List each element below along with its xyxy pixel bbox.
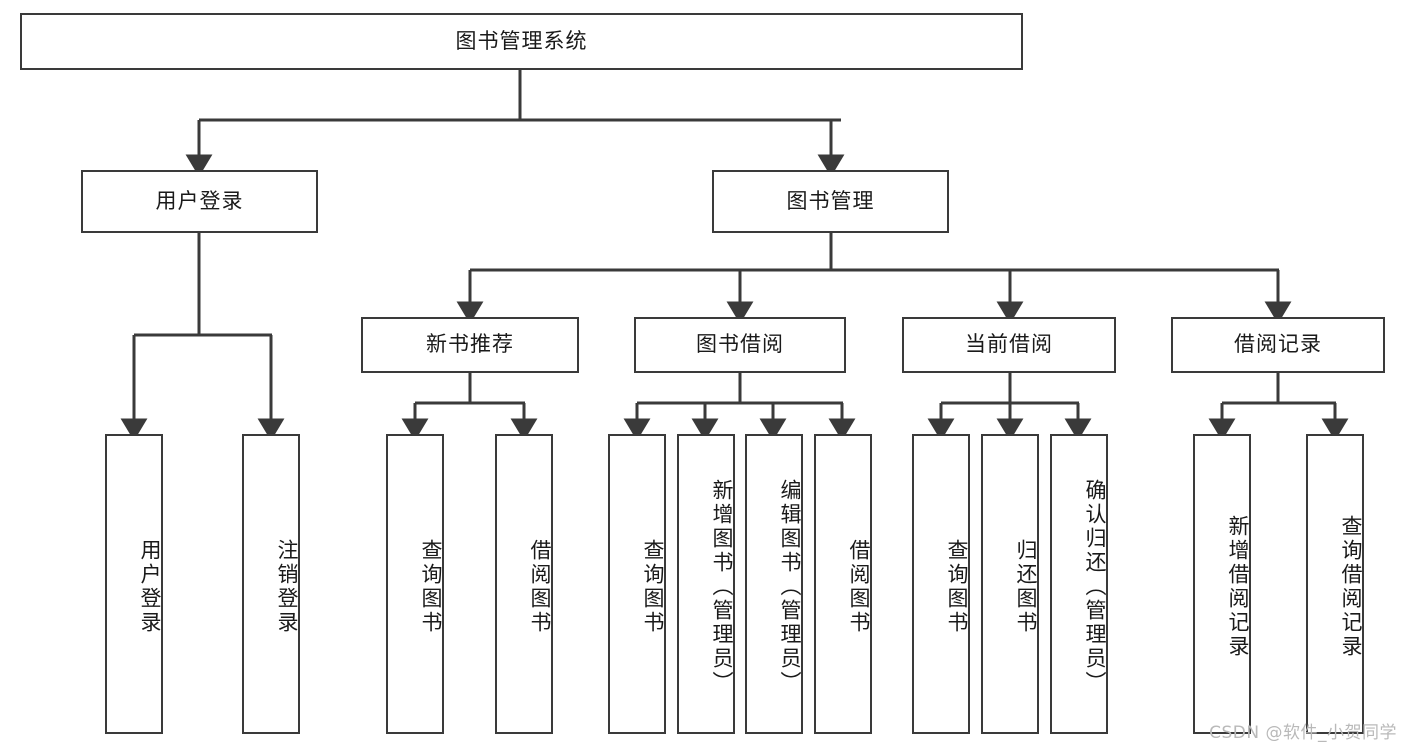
node-label: 借阅记录 [1234,332,1322,357]
node-label: 当前借阅 [965,332,1053,357]
node-label: 确认归还（管理员） [1083,479,1107,695]
watermark-text: CSDN @软件_小贺同学 [1209,723,1397,743]
node-root-book-management-system[interactable]: 图书管理系统 [20,13,1023,70]
node-label: 用户登录 [138,539,162,635]
node-label: 图书管理系统 [455,28,588,53]
leaf-borrow-edit-book-admin[interactable]: 编辑图书（管理员） [745,434,803,734]
node-book-management[interactable]: 图书管理 [712,170,949,233]
node-label: 编辑图书（管理员） [778,479,802,695]
node-label: 图书管理 [786,188,875,213]
leaf-borrow-borrow-book[interactable]: 借阅图书 [814,434,872,734]
leaf-new-book-borrow-book[interactable]: 借阅图书 [495,434,553,734]
leaf-user-login-logout[interactable]: 注销登录 [242,434,300,734]
leaf-current-query-book[interactable]: 查询图书 [912,434,970,734]
node-label: 图书借阅 [696,332,784,357]
node-label: 新增借阅记录 [1226,515,1250,659]
node-borrow-record[interactable]: 借阅记录 [1171,317,1385,373]
node-label: 查询图书 [945,539,969,635]
node-label: 新书推荐 [426,332,514,357]
leaf-new-book-query-book[interactable]: 查询图书 [386,434,444,734]
leaf-borrow-query-book[interactable]: 查询图书 [608,434,666,734]
node-new-book-recommend[interactable]: 新书推荐 [361,317,579,373]
node-label: 查询借阅记录 [1339,515,1363,659]
node-label: 新增图书（管理员） [710,479,734,695]
leaf-current-confirm-return-admin[interactable]: 确认归还（管理员） [1050,434,1108,734]
leaf-borrow-add-book-admin[interactable]: 新增图书（管理员） [677,434,735,734]
node-label: 查询图书 [641,539,665,635]
node-current-borrow[interactable]: 当前借阅 [902,317,1116,373]
node-label: 用户登录 [155,188,244,213]
node-label: 归还图书 [1014,539,1038,635]
node-book-borrow[interactable]: 图书借阅 [634,317,846,373]
leaf-record-add-record[interactable]: 新增借阅记录 [1193,434,1251,734]
node-label: 借阅图书 [847,539,871,635]
node-user-login[interactable]: 用户登录 [81,170,318,233]
node-label: 注销登录 [275,539,299,635]
node-label: 查询图书 [419,539,443,635]
node-label: 借阅图书 [528,539,552,635]
leaf-record-query-record[interactable]: 查询借阅记录 [1306,434,1364,734]
leaf-user-login-login[interactable]: 用户登录 [105,434,163,734]
leaf-current-return-book[interactable]: 归还图书 [981,434,1039,734]
